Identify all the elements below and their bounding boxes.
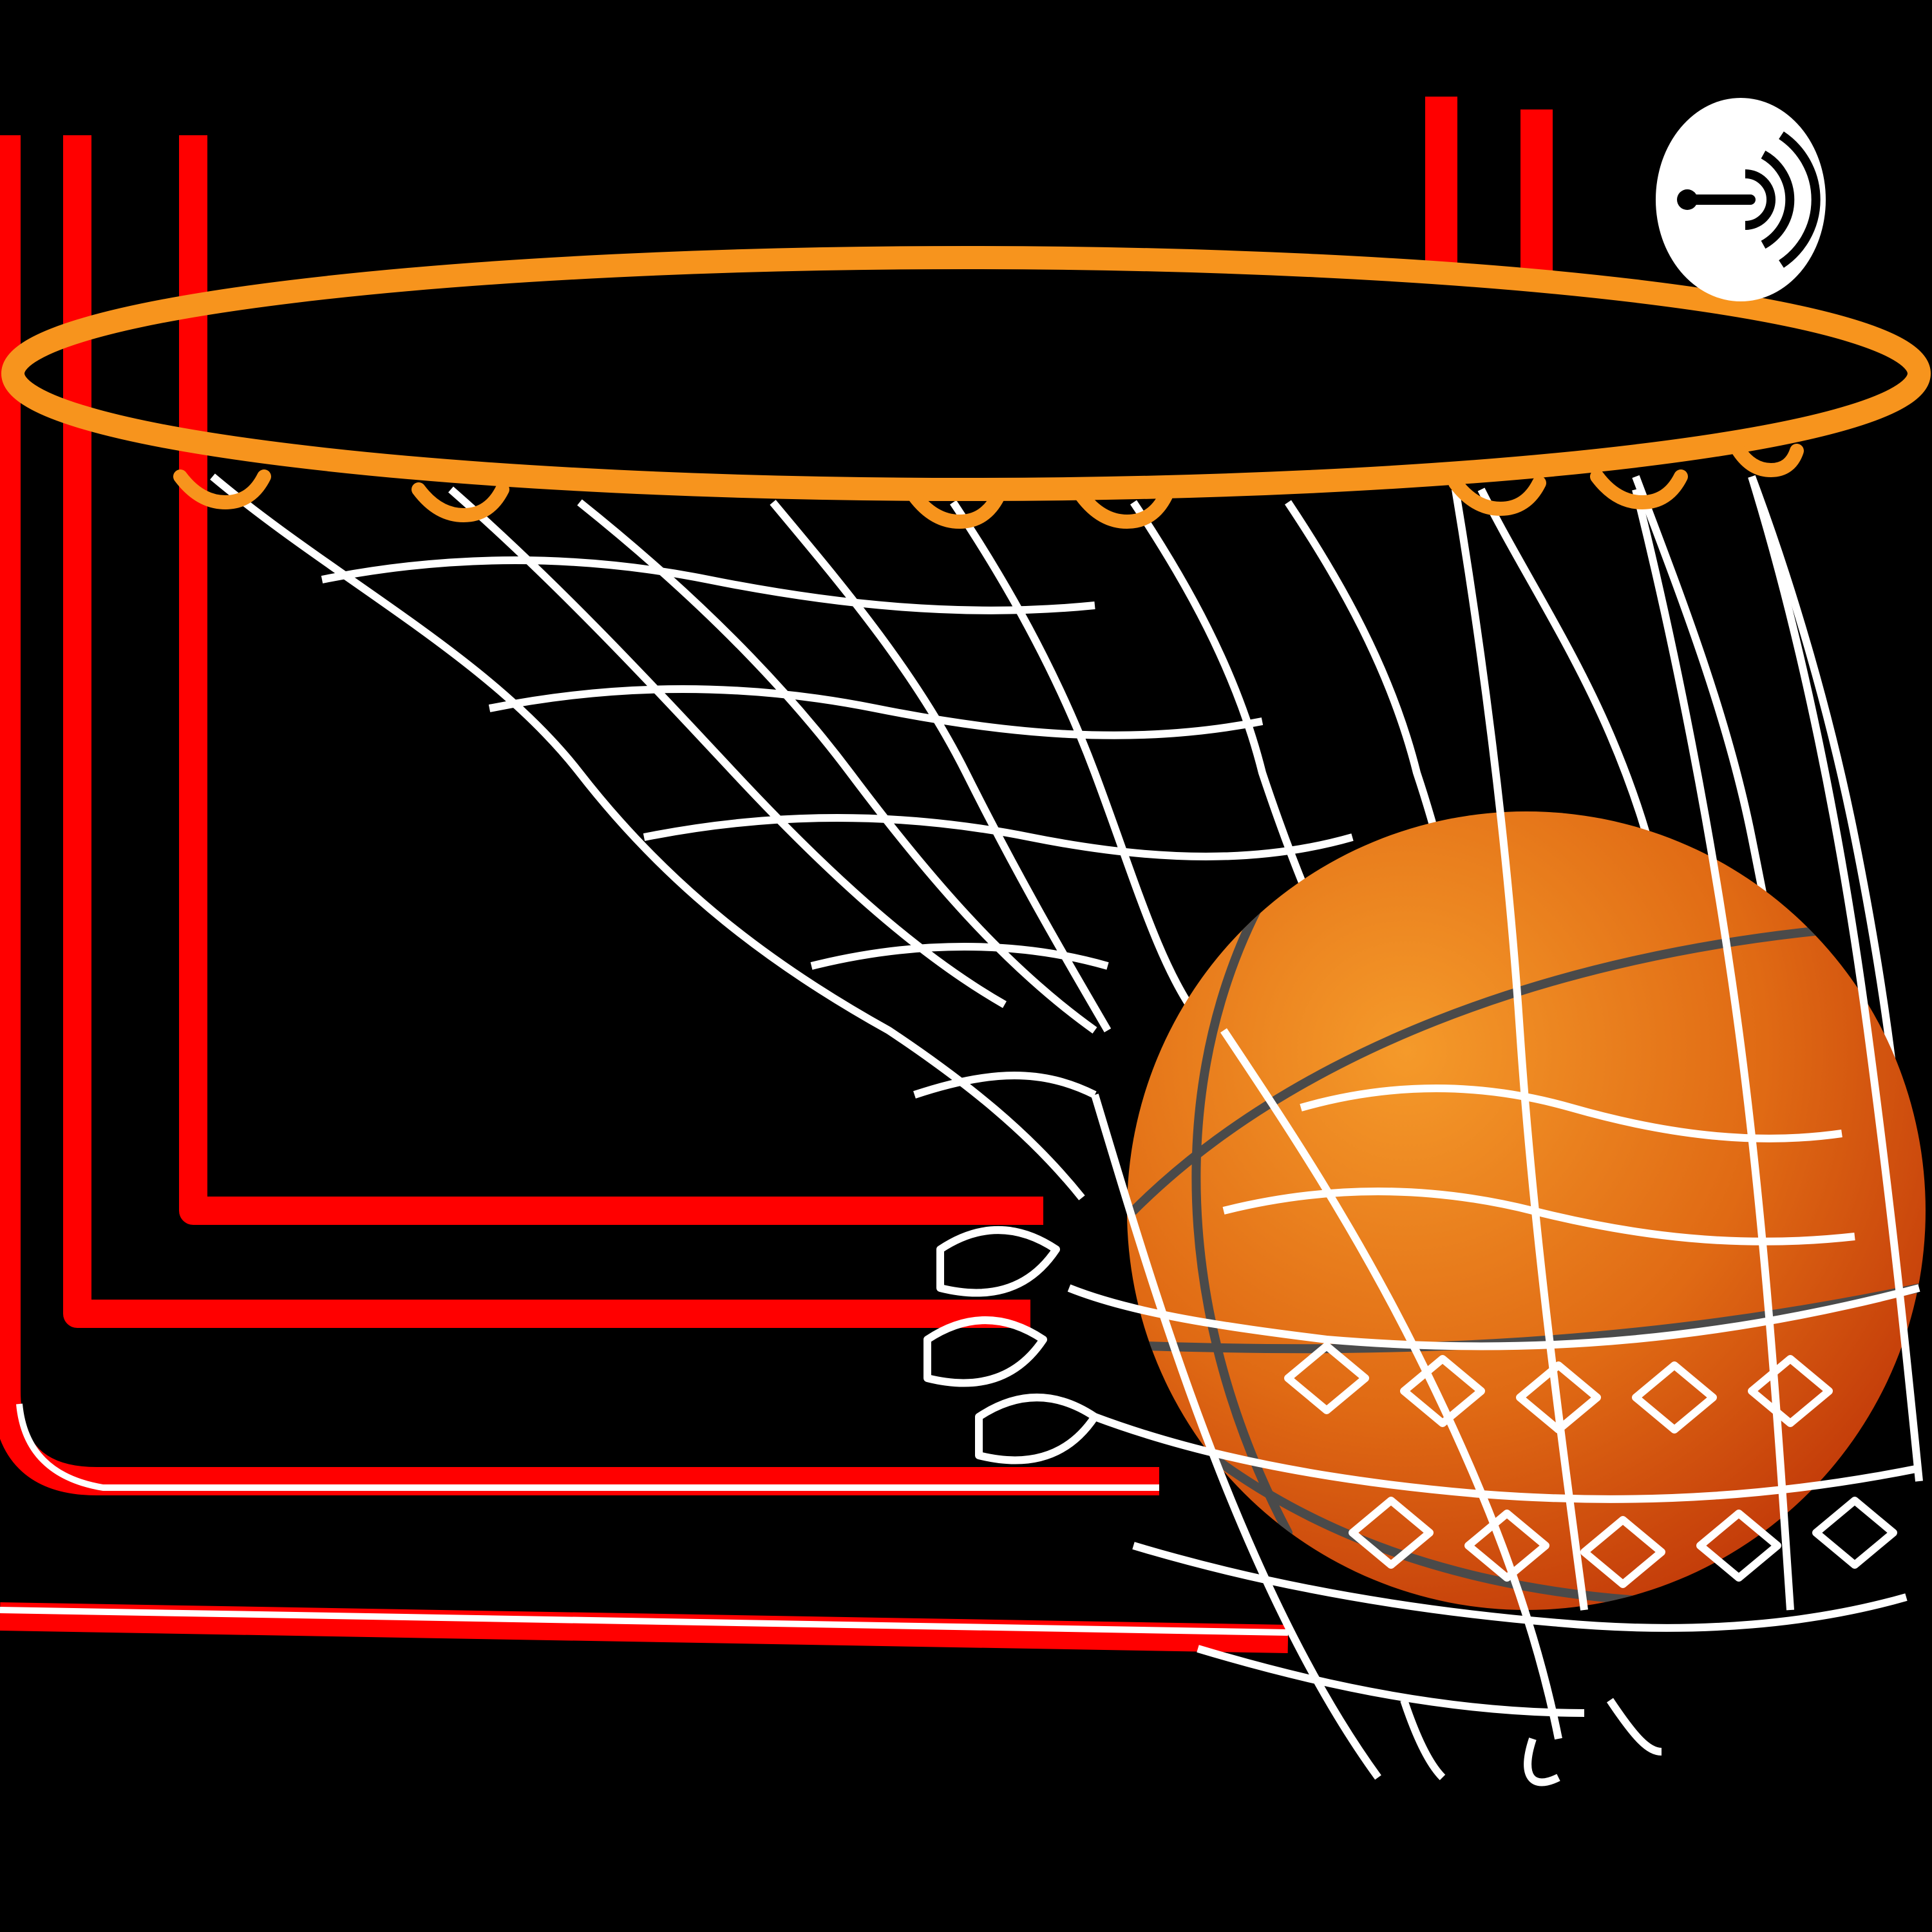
- backboard-line-outer-highlight: [16, 1403, 1159, 1491]
- ball-seam-left: [1191, 852, 1293, 1537]
- backboard-line-middle: [63, 135, 1030, 1328]
- basketball-net-front: [1067, 475, 1923, 1786]
- podcast-badge-icon[interactable]: [1654, 97, 1828, 303]
- ball-seam-top: [1129, 923, 1859, 1215]
- backboard-line-bottom-highlight: [0, 1607, 1289, 1636]
- backboard-lines: [0, 97, 1553, 1653]
- backboard-line-bottom: [0, 1602, 1289, 1653]
- hoop-rim: [1, 246, 1931, 529]
